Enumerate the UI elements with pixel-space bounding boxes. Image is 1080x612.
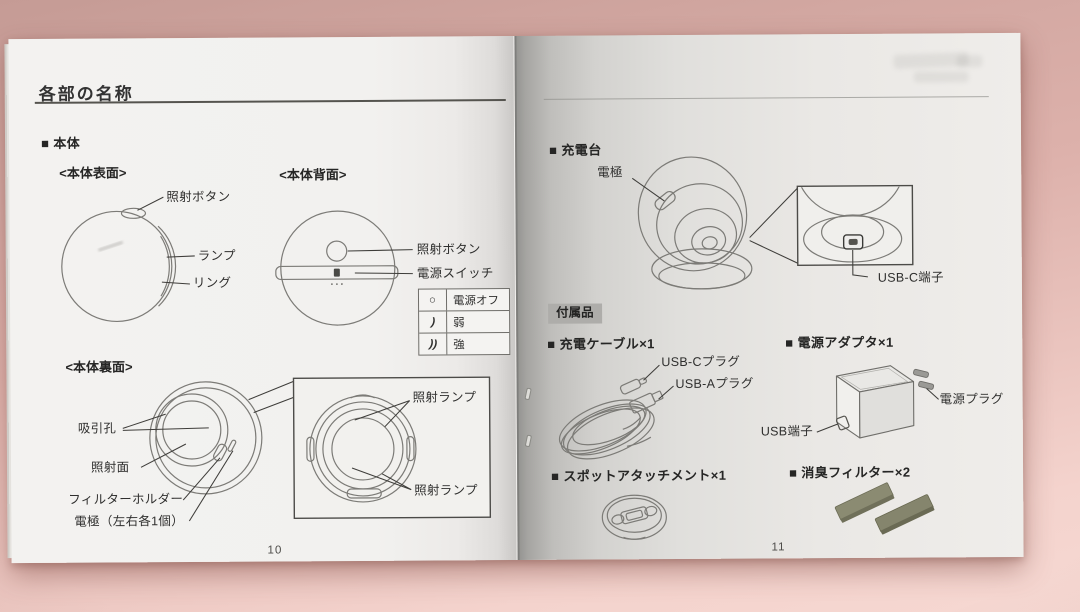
label-filter-holder: フィルターホルダー xyxy=(68,492,184,507)
switch-table-row: ○ 電源オフ xyxy=(418,289,509,311)
switch-table-row: )) 強 xyxy=(419,332,510,355)
switch-meaning-low: 弱 xyxy=(453,316,465,329)
back-view-caption: <本体背面> xyxy=(279,167,347,183)
heading-spot-attachment: ■ スポットアタッチメント×1 xyxy=(551,467,727,484)
power-switch-table: ○ 電源オフ ) 弱 )) 強 xyxy=(417,288,511,356)
bleed-through-text xyxy=(913,71,969,83)
accessories-badge: 付属品 xyxy=(548,303,602,324)
label-irradiation-button-front: 照射ボタン xyxy=(166,189,231,205)
heading-charging-cable: ■ 充電ケーブル×1 xyxy=(547,336,655,352)
label-stand-electrode: 電極 xyxy=(597,165,623,180)
heading-deodorizing-filter: ■ 消臭フィルター×2 xyxy=(789,464,911,481)
bottom-view-caption: <本体裏面> xyxy=(65,359,133,375)
heading-power-adapter: ■ 電源アダプタ×1 xyxy=(785,334,894,351)
label-irradiation-lamp-bottom: 照射ランプ xyxy=(414,483,478,498)
label-power-plug: 電源プラグ xyxy=(939,392,1004,407)
page-number-right: 11 xyxy=(771,541,786,554)
label-irradiation-button-back: 照射ボタン xyxy=(416,242,481,257)
switch-table-row: ) 弱 xyxy=(419,310,510,333)
label-irradiation-lamp-top: 照射ランプ xyxy=(412,390,477,405)
label-usb-c-plug: USB-Cプラグ xyxy=(661,354,741,370)
front-view-caption: <本体表面> xyxy=(59,165,127,181)
switch-symbol-high: )) xyxy=(428,337,438,351)
label-usb-a-plug: USB-Aプラグ xyxy=(675,376,754,392)
bleed-through-text xyxy=(956,55,983,68)
section-heading-body: ■ 本体 xyxy=(41,135,81,151)
switch-symbol-off: ○ xyxy=(418,289,448,311)
switch-symbol-low: ) xyxy=(430,315,436,329)
label-lamp: ランプ xyxy=(197,248,236,263)
page-number-left: 10 xyxy=(267,544,283,557)
label-electrodes: 電極（左右各1個） xyxy=(74,514,185,529)
label-usb-c-port: USB-C端子 xyxy=(877,270,944,285)
switch-meaning-off: 電源オフ xyxy=(452,294,500,307)
label-ring: リング xyxy=(192,275,232,290)
manual-booklet: 各部の名称 ■ 本体 <本体表面> 照射ボタン ランプ リング <本体背面> 照… xyxy=(4,32,1024,564)
section-heading-charging-stand: ■ 充電台 xyxy=(549,142,602,158)
label-usb-port: USB端子 xyxy=(760,424,814,439)
label-power-switch: 電源スイッチ xyxy=(416,266,494,281)
switch-meaning-high: 強 xyxy=(453,338,465,351)
label-irradiation-surface: 照射面 xyxy=(90,460,130,475)
label-suction-holes: 吸引孔 xyxy=(77,421,117,436)
